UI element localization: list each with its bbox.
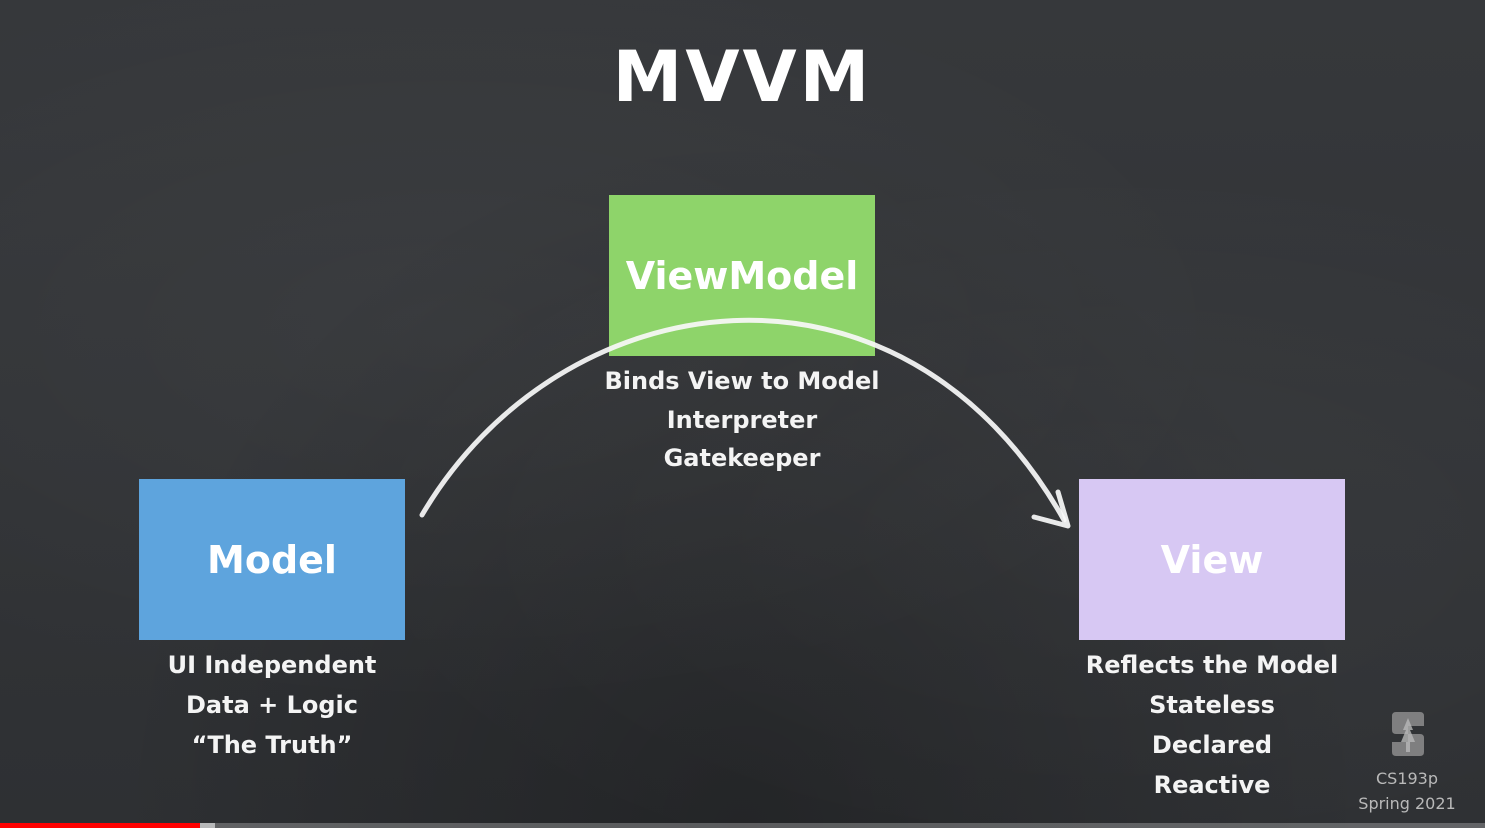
- view-label: View: [1160, 537, 1264, 582]
- video-progress-bar[interactable]: [0, 823, 1485, 828]
- model-line-2: Data + Logic: [185, 691, 359, 719]
- view-line-3: Declared: [1151, 731, 1273, 759]
- viewmodel-label: ViewModel: [625, 253, 859, 298]
- stanford-tree-icon: [1392, 712, 1424, 756]
- view-line-2: Stateless: [1149, 691, 1275, 719]
- viewmodel-line-1: Binds View to Model: [604, 367, 880, 395]
- view-description: Reflects the Model Stateless Declared Re…: [1040, 645, 1384, 805]
- course-code: CS193p: [1375, 769, 1439, 788]
- arrowhead-icon: [1031, 489, 1071, 529]
- progress-buffered: [200, 823, 215, 828]
- model-box: Model: [139, 479, 405, 640]
- viewmodel-line-2: Interpreter: [666, 405, 818, 434]
- model-description: UI Independent Data + Logic “The Truth”: [100, 645, 444, 765]
- model-line-3: “The Truth”: [191, 731, 353, 759]
- slide-title: MVVM: [612, 36, 873, 118]
- view-box: View: [1079, 479, 1345, 640]
- course-term: Spring 2021: [1358, 794, 1456, 813]
- progress-played: [0, 823, 200, 828]
- view-line-1: Reflects the Model: [1085, 651, 1339, 679]
- course-watermark: CS193p Spring 2021: [1345, 766, 1469, 816]
- model-label: Model: [207, 537, 337, 582]
- model-line-1: UI Independent: [167, 651, 377, 679]
- viewmodel-description: Binds View to Model Interpreter Gatekeep…: [572, 362, 912, 478]
- viewmodel-box: ViewModel: [609, 195, 875, 356]
- viewmodel-line-3: Gatekeeper: [663, 444, 821, 472]
- view-line-4: Reactive: [1153, 771, 1271, 799]
